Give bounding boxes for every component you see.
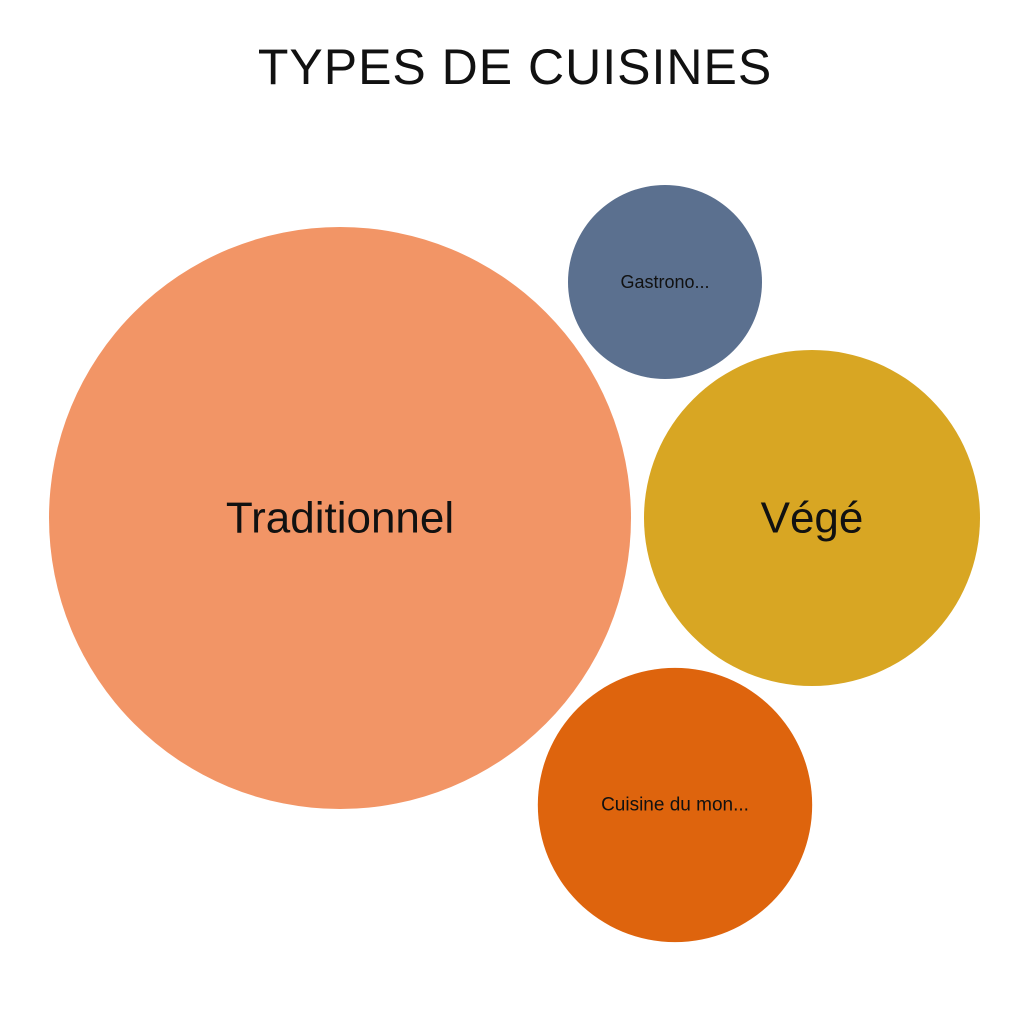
bubble-cuisine-du-monde[interactable]: [537, 667, 813, 943]
bubble-traditionnel[interactable]: [49, 227, 631, 809]
bubble-label: Gastrono...: [620, 272, 709, 292]
chart-title: TYPES DE CUISINES: [258, 39, 772, 95]
bubble-label: Traditionnel: [226, 494, 454, 543]
bubble-végé[interactable]: [643, 349, 981, 687]
bubble-gastronomique[interactable]: [568, 185, 762, 379]
bubble-label: Végé: [761, 494, 864, 543]
bubble-label: Cuisine du mon...: [601, 795, 749, 816]
